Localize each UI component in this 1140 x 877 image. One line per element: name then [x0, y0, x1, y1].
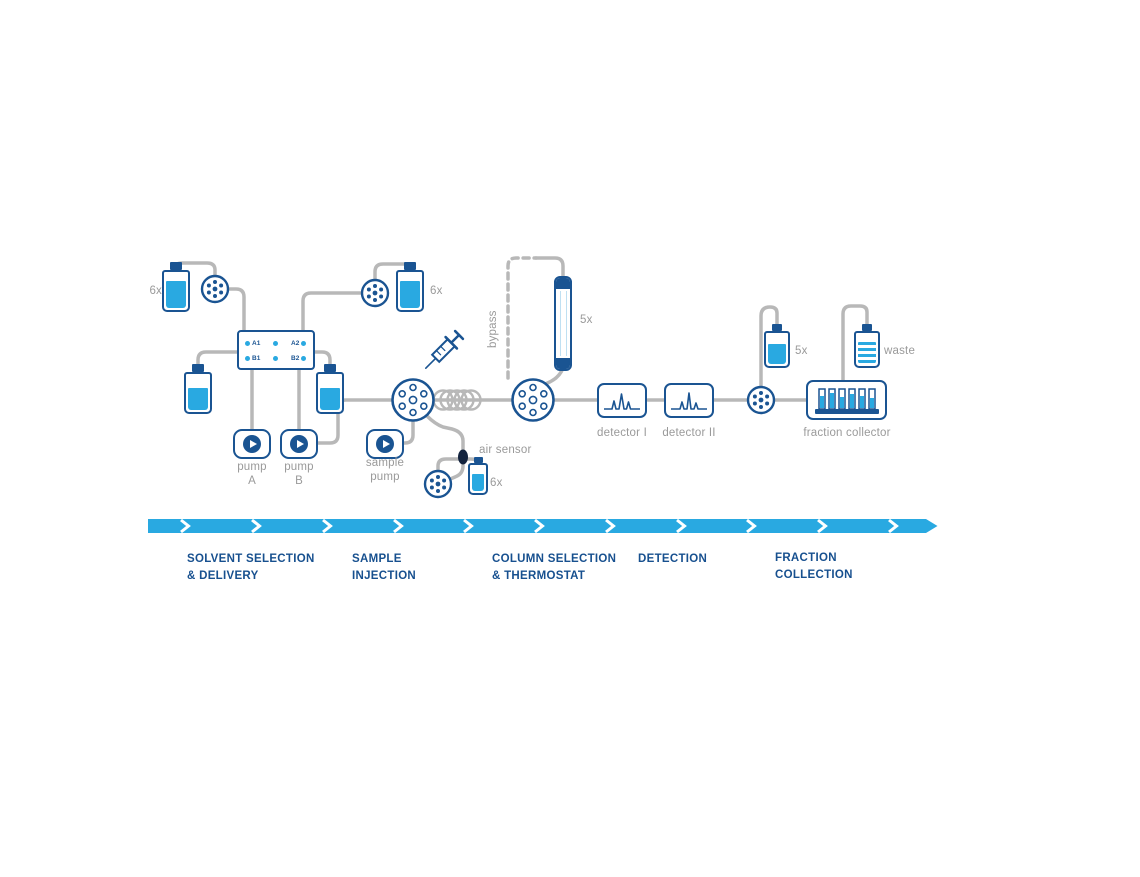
air-sensor [458, 449, 468, 465]
gradient-valve-block: A1 B1 A2 B2 [237, 330, 315, 370]
air-sensor-label: air sensor [479, 444, 532, 456]
detector-2-label: detector II [662, 427, 716, 439]
bottle-body [854, 331, 880, 368]
sample-pump-label: sample pump [365, 457, 405, 483]
port-label-a1: A1 [252, 340, 261, 347]
bottle-liquid [858, 341, 876, 364]
bottle-cap [192, 364, 204, 372]
seal-wash-valve [423, 469, 453, 499]
bottle-cap [473, 457, 483, 463]
column-selection-valve [511, 378, 555, 422]
bottle-body [396, 270, 424, 312]
solvent-a-count-label: 6x [149, 285, 162, 297]
stage-fraction-collection: FRACTION COLLECTION [775, 552, 853, 581]
process-timeline [148, 518, 938, 534]
solvent-bottle-b [396, 262, 424, 312]
bottle-body [162, 270, 190, 312]
pump-b-label: pump B [284, 461, 314, 487]
bottle-body [468, 463, 488, 495]
port-label-b1: B1 [252, 355, 261, 362]
bottle-cap [404, 262, 416, 270]
column-packing [559, 291, 567, 356]
seal-wash-count-label: 6x [490, 477, 503, 489]
syringe-icon [424, 329, 465, 370]
pump-a [233, 429, 271, 459]
bottle-liquid [188, 387, 208, 410]
chromatogram-icon [671, 391, 707, 410]
detector-1 [597, 383, 647, 418]
port-dot [301, 341, 306, 346]
bottle-liquid [768, 343, 786, 364]
column-endcap [556, 358, 570, 369]
bottle-liquid [472, 474, 484, 491]
waste-bottle [854, 324, 880, 368]
tube-rack-icon [814, 388, 879, 414]
stage-sample-injection: SAMPLE INJECTION [352, 553, 417, 582]
bottle-liquid [166, 281, 186, 308]
collect-bottle [764, 324, 790, 368]
solvent-bottle-right [316, 364, 344, 414]
column-count-label: 5x [580, 314, 593, 326]
bottle-body [764, 331, 790, 368]
detector-1-label: detector I [597, 427, 647, 439]
stage-solvent-selection: SOLVENT SELECTION & DELIVERY [187, 553, 315, 582]
injection-valve [391, 378, 435, 422]
fraction-collector [806, 380, 887, 420]
chromatogram-icon [604, 392, 640, 410]
port-dot [301, 356, 306, 361]
solvent-bottle-left [184, 364, 212, 414]
pump-a-label: pump A [237, 461, 267, 487]
pump-b [280, 429, 318, 459]
pump-play-icon [243, 435, 261, 453]
stage-detection: DETECTION [638, 553, 708, 565]
bypass-line [506, 256, 538, 380]
collect-count-label: 5x [795, 345, 808, 357]
solvent-select-valve-a [200, 274, 230, 304]
sample-loop-coil [432, 389, 482, 411]
solvent-b-count-label: 6x [430, 285, 443, 297]
port-dot [245, 341, 250, 346]
solvent-select-valve-b [360, 278, 390, 308]
pump-play-icon [376, 435, 394, 453]
fraction-collector-label: fraction collector [803, 427, 891, 439]
collector-valve [746, 385, 776, 415]
bottle-liquid [400, 281, 420, 308]
bottle-body [184, 372, 212, 414]
detector-2 [664, 383, 714, 418]
solvent-bottle-a [162, 262, 190, 312]
port-label-a2: A2 [291, 340, 300, 347]
port-label-b2: B2 [291, 355, 300, 362]
port-dot [273, 341, 278, 346]
bottle-liquid [320, 387, 340, 410]
bottle-cap [170, 262, 182, 270]
sample-pump [366, 429, 404, 459]
separation-column [554, 276, 572, 371]
stage-column-selection: COLUMN SELECTION & THERMOSTAT [492, 553, 617, 582]
bypass-label: bypass [487, 310, 499, 348]
bottle-cap [324, 364, 336, 372]
waste-label: waste [884, 345, 916, 357]
port-dot [245, 356, 250, 361]
port-dot [273, 356, 278, 361]
column-endcap [556, 278, 570, 289]
bottle-cap [862, 324, 872, 331]
bottle-body [316, 372, 344, 414]
pump-play-icon [290, 435, 308, 453]
bottle-cap [772, 324, 782, 331]
seal-wash-bottle [468, 457, 488, 495]
